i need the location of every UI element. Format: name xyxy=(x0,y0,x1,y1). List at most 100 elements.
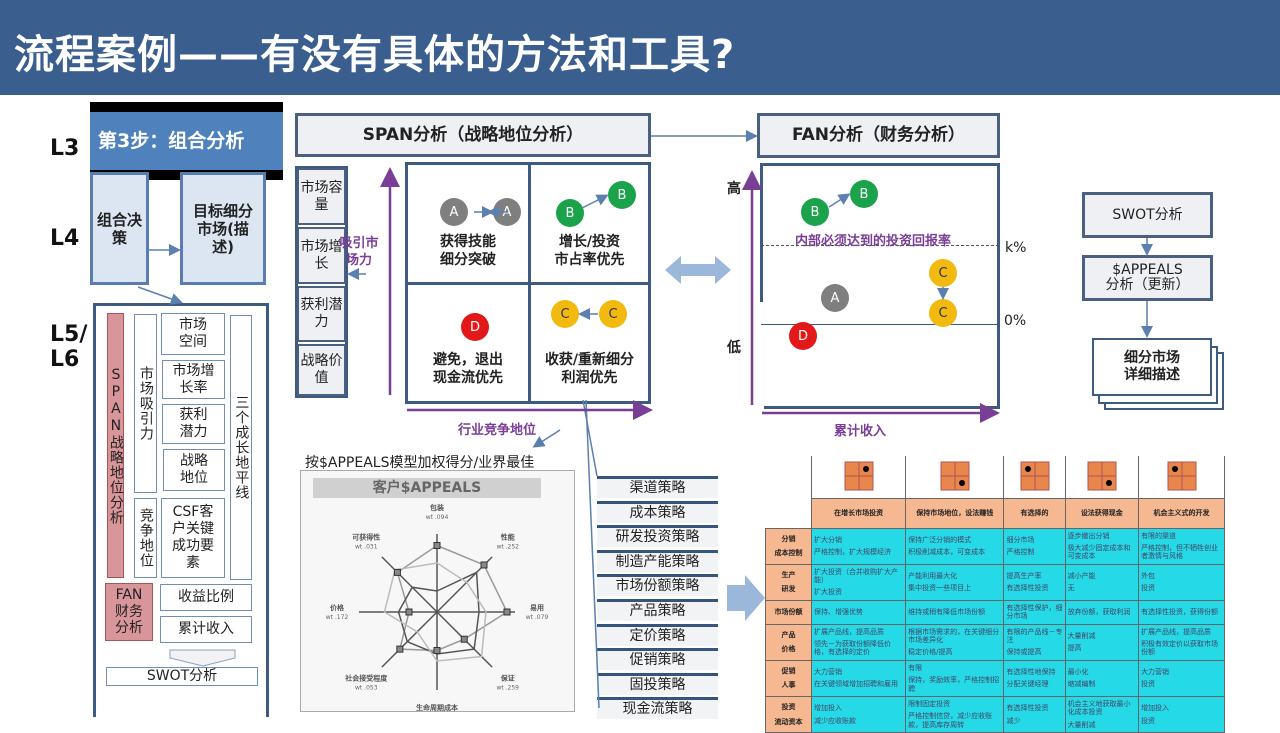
radar-series xyxy=(383,562,487,662)
fan-chart-base xyxy=(760,406,1000,409)
portfolio-grid-icon xyxy=(905,456,1005,499)
market-attractiveness-label: 市场吸引力 xyxy=(134,314,157,493)
item-strategic-position: 战略地位 xyxy=(163,449,225,491)
quadrant-grow-invest: 增长/投资 市占率优先 xyxy=(554,233,625,268)
strategy-item: 研发投资策略 xyxy=(597,525,718,548)
level-l4: L4 xyxy=(50,226,80,251)
span-y-axis-label: 吸引市场力 xyxy=(339,236,379,268)
radar-axis-label: 包装 xyxy=(430,503,444,512)
table-cell: 根据市场需求的，在关键细分市场差异化稳定价格/提高 xyxy=(905,623,1005,661)
span-matrix xyxy=(405,162,651,404)
span-dot-a2: A xyxy=(493,198,521,226)
slide-title: 流程案例——有没有具体的方法和工具? xyxy=(14,32,736,78)
fan-dot-c2: C xyxy=(929,299,957,327)
table-cell: 有限保持，奖励效率，严格控制招聘 xyxy=(905,659,1005,697)
fan-dot-b1: B xyxy=(801,198,829,226)
portfolio-grid-icon xyxy=(810,456,907,499)
portfolio-grid-icon xyxy=(1003,456,1066,499)
radar-axis xyxy=(381,611,438,668)
strategy-table: 在增长市场投资保持市场地位，设法赚钱有选择的设法获得现金机会主义式的开发分销成本… xyxy=(765,456,1225,733)
radar-point xyxy=(503,608,511,616)
radar-axis-label: 性能 xyxy=(501,532,515,541)
table-cell: 有选择性投资减少 xyxy=(1003,695,1066,733)
table-cell: 有选择性投资，获得份额 xyxy=(1138,599,1225,625)
portfolio-decision-box: 组合决策 xyxy=(90,172,149,285)
zero-percent-label: 0% xyxy=(1004,313,1027,329)
span-analysis-label: SPAN战略地位分析 xyxy=(107,313,124,578)
table-cell: 增加投入减少应收账款 xyxy=(810,695,907,733)
table-cell: 限制固定投资严格控制信贷，减少应收账款，提高库存周转 xyxy=(905,695,1005,733)
strategy-item: 成本策略 xyxy=(597,500,718,523)
quadrant-harvest: 收获/重新细分 利润优先 xyxy=(544,351,635,386)
radar-axis-weight: wt .053 xyxy=(355,685,378,692)
table-cell: 维持或稍有降低市场份额 xyxy=(905,599,1005,625)
table-row: 生产研发扩大投资（合并收购扩大产能）扩大投资产能利用最大化集中投资一些项目上提高… xyxy=(765,563,1225,601)
hurdle-rate-line xyxy=(761,245,999,246)
radar-axis-weight: wt .252 xyxy=(496,543,519,550)
k-percent-label: k% xyxy=(1005,240,1027,256)
radar-axis xyxy=(381,556,438,613)
factor-market-growth: 市场增长 xyxy=(297,227,346,284)
factor-market-capacity: 市场容量 xyxy=(297,168,346,225)
table-cell: 有限的产品线－专注保持或提高 xyxy=(1003,623,1066,661)
radar-axis-weight: wt .094 xyxy=(426,514,449,521)
strategy-item: 促销策略 xyxy=(597,648,718,671)
fan-high-label: 高 xyxy=(727,181,741,197)
span-x-axis-label: 行业竞争地位 xyxy=(458,423,537,438)
zero-line xyxy=(761,324,999,325)
matrix-divider-h xyxy=(408,282,648,285)
fan-low-label: 低 xyxy=(727,340,741,356)
table-cell: 逐步撤出分销极大减少固定成本和可变成本 xyxy=(1064,527,1140,565)
radar-axis-label: 易用 xyxy=(530,603,544,612)
table-cell: 细分市场严格控制 xyxy=(1003,527,1066,565)
radar-axis-label: 社会接受程度 xyxy=(344,674,388,683)
appeals-caption: 按$APPEALS模型加权得分/业界最佳 xyxy=(305,455,535,471)
table-corner xyxy=(766,456,812,498)
level-l56: L5/ L6 xyxy=(50,322,88,373)
table-cell: 扩展产品线，提高品质积极有效定价以获取市场份额 xyxy=(1138,623,1225,661)
table-row-header: 投资流动资本 xyxy=(765,695,812,733)
table-cell: 大力营销投资 xyxy=(1138,659,1225,697)
table-row-header: 产品价格 xyxy=(765,623,812,661)
table-cell: 产能利用最大化集中投资一些项目上 xyxy=(905,563,1005,601)
fan-header: FAN分析（财务分析） xyxy=(757,113,1000,158)
radar-axis-label: 保证 xyxy=(500,674,515,683)
span-dot-b1: B xyxy=(556,199,584,227)
table-cell: 减小产能无 xyxy=(1064,563,1140,601)
item-market-growth: 市场增长率 xyxy=(162,360,225,399)
strategy-table-panel: 在增长市场投资保持市场地位，设法赚钱有选择的设法获得现金机会主义式的开发分销成本… xyxy=(765,456,1225,733)
fan-x-axis-label: 累计收入 xyxy=(834,424,887,439)
strategy-item: 市场份额策略 xyxy=(597,574,718,597)
table-cell: 有选择性地保持分配关键经理 xyxy=(1003,659,1066,697)
span-dot-d: D xyxy=(461,313,489,341)
step-title: 第3步：组合分析 xyxy=(90,112,283,170)
radar-axis-weight: wt .031 xyxy=(355,543,378,550)
item-profit-potential: 获利潜力 xyxy=(162,404,225,444)
table-cell: 提高生产率有选择性投资 xyxy=(1003,563,1066,601)
item-csf: CSF客户关键成功要素 xyxy=(161,498,225,578)
table-cell: 放弃份额，获取利润 xyxy=(1064,599,1140,625)
radar-point xyxy=(433,647,441,654)
target-segment-box: 目标细分市场(描述) xyxy=(180,172,266,285)
item-revenue-ratio: 收益比例 xyxy=(160,584,252,611)
quadrant-acquire-skills: 获得技能 细分突破 xyxy=(440,233,496,268)
radar-point xyxy=(396,645,404,653)
table-cell: 保持、增强优势 xyxy=(810,599,907,625)
radar-axis-label: 生命周期成本 xyxy=(416,703,458,712)
fan-analysis-label: FAN财务分析 xyxy=(105,583,153,641)
portfolio-grid-icon xyxy=(1138,456,1225,499)
radar-axis-weight: wt .079 xyxy=(526,614,549,621)
radar-axis-label: 价格 xyxy=(330,603,345,612)
three-horizons-label: 三个成长地平线 xyxy=(230,315,252,580)
table-cell: 扩大投资（合并收购扩大产能）扩大投资 xyxy=(810,563,907,601)
span-dot-b2: B xyxy=(608,181,636,209)
fan-dot-c1: C xyxy=(929,259,957,287)
fan-chart-frame xyxy=(760,163,1000,408)
table-column-header: 在增长市场投资 xyxy=(810,497,907,529)
radar-point xyxy=(460,635,468,643)
table-cell: 最小化缩减编制 xyxy=(1064,659,1140,697)
table-row-header: 促销人事 xyxy=(765,659,812,697)
table-cell: 保持广泛分销的模式积极削减成本，可变成本 xyxy=(905,527,1005,565)
radar-point xyxy=(480,561,488,569)
radar-point xyxy=(405,608,413,616)
